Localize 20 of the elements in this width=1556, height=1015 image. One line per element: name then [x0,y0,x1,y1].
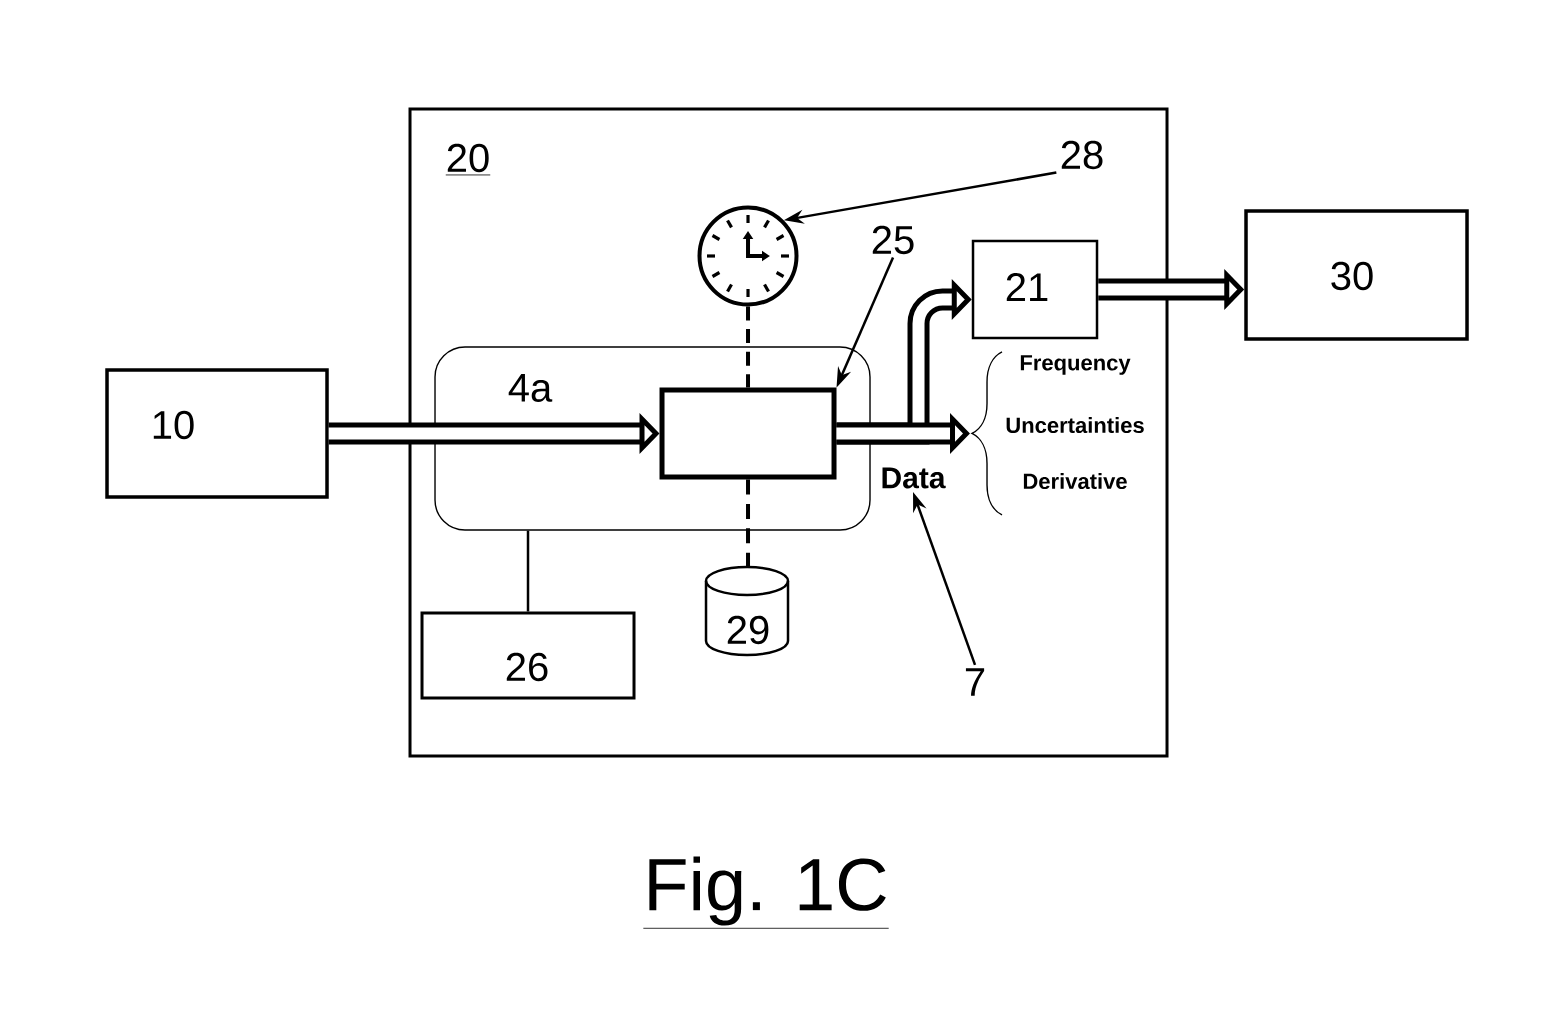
reference-numeral: 7 [965,668,985,696]
reference-numeral: 25 [872,225,914,255]
dashed-line [746,479,750,567]
parameter-label: Frequency [1020,355,1131,375]
reference-numeral: 28 [1061,140,1103,170]
figure-caption: Fig. 1C [642,856,890,929]
processing-box [659,387,837,480]
block-box: 10 [105,368,329,499]
rounded-box: 4a [434,346,871,531]
database-cylinder: 29 [704,565,790,657]
node-label: 29 [727,615,769,645]
parameter-label: Uncertainties [1006,416,1144,434]
text-label: Data [882,467,946,489]
clock-icon [697,205,799,307]
parameter-label: Derivative [1023,472,1127,490]
connector-line [526,530,530,612]
block-box: 21 [971,239,1099,340]
block-box: 30 [1244,209,1469,341]
block-box: 26 [420,611,636,700]
dashed-line [746,306,750,388]
